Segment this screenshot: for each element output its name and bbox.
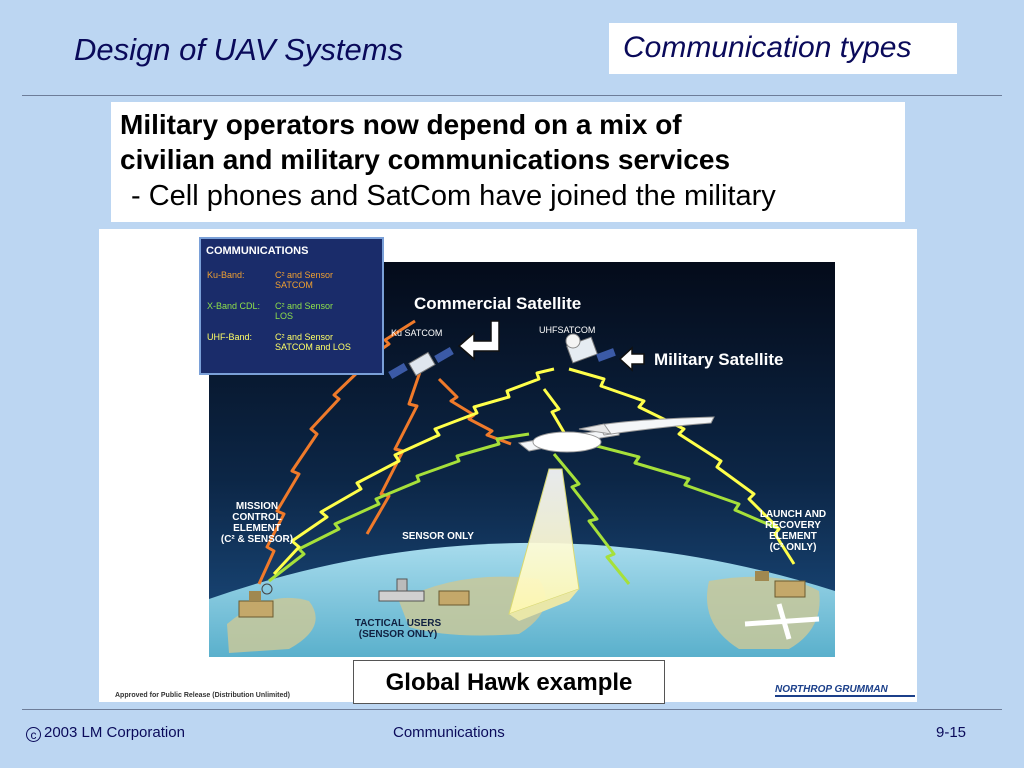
tactical-users-line-1: TACTICAL USERS <box>355 618 442 629</box>
commercial-satellite-label: Commercial Satellite <box>414 294 581 313</box>
tactical-users-station-icon <box>378 578 470 606</box>
mission-control-line-3: ELEMENT <box>233 523 281 534</box>
approved-release-note: Approved for Public Release (Distributio… <box>115 692 290 699</box>
footer-page-number: 9-15 <box>936 724 967 741</box>
mission-control-line-2: CONTROL <box>232 512 281 523</box>
diagram-svg: COMMUNICATIONS Ku-Band: C² and Sensor SA… <box>115 237 915 699</box>
military-satellite-label: Military Satellite <box>654 350 783 369</box>
mission-control-line-4: (C² & SENSOR) <box>221 534 293 545</box>
mission-control-line-1: MISSION <box>236 501 278 512</box>
military-arrow-icon <box>618 346 645 372</box>
legend-uhf-band: UHF-Band: <box>207 332 252 342</box>
header-divider <box>22 95 1002 96</box>
x-band-links <box>268 432 780 585</box>
launch-recovery-line-2: RECOVERY <box>765 520 821 531</box>
global-hawk-aircraft-icon <box>517 416 715 453</box>
callout-line-2: civilian and military communications ser… <box>120 144 731 175</box>
callout-line-1: Military operators now depend on a mix o… <box>120 109 682 140</box>
caption-box: Global Hawk example <box>353 660 665 704</box>
slide-title: Design of UAV Systems <box>74 32 404 67</box>
callout-line-3: - Cell phones and SatCom have joined the… <box>131 180 776 212</box>
legend-x-line2: LOS <box>275 311 293 321</box>
communications-diagram: COMMUNICATIONS Ku-Band: C² and Sensor SA… <box>99 229 917 702</box>
ku-satcom-label: Ku SATCOM <box>391 328 442 338</box>
topic-label: Communication types <box>623 31 912 64</box>
legend-x-line1: C² and Sensor <box>275 301 333 311</box>
land-mass-center <box>399 576 546 636</box>
legend-ku-band: Ku-Band: <box>207 270 245 280</box>
ku-satellite-icon <box>388 347 454 379</box>
uhf-satellite-icon <box>565 333 616 364</box>
legend-ku-line2: SATCOM <box>275 280 313 290</box>
copyright-text: 2003 LM Corporation <box>44 724 185 741</box>
launch-recovery-line-1: LAUNCH AND <box>760 509 826 520</box>
sensor-footprint <box>509 589 579 621</box>
topic-box: Communication types <box>609 23 957 74</box>
copyright-icon: c <box>26 727 41 742</box>
logo-underline <box>775 695 915 697</box>
mission-control-station-icon <box>238 583 274 618</box>
legend-uhf-line2: SATCOM and LOS <box>275 342 351 352</box>
northrop-grumman-logo: NORTHROP GRUMMAN <box>775 684 889 695</box>
legend-x-band: X-Band CDL: <box>207 301 260 311</box>
legend-uhf-line1: C² and Sensor <box>275 332 333 342</box>
callout-box: Military operators now depend on a mix o… <box>111 102 905 222</box>
commercial-arrow-icon <box>457 320 500 361</box>
launch-recovery-line-4: (C² ONLY) <box>770 542 817 553</box>
sensor-only-label: SENSOR ONLY <box>402 531 474 542</box>
launch-recovery-station-icon <box>744 571 820 640</box>
uhf-band-links <box>272 367 796 576</box>
footer-divider <box>22 709 1002 710</box>
tactical-users-line-2: (SENSOR ONLY) <box>359 629 438 640</box>
launch-recovery-line-3: ELEMENT <box>769 531 817 542</box>
legend-box <box>199 237 384 375</box>
legend-ku-line1: C² and Sensor <box>275 270 333 280</box>
footer-center: Communications <box>393 724 505 741</box>
legend-title: COMMUNICATIONS <box>206 245 308 257</box>
uhf-satcom-label: UHFSATCOM <box>539 325 595 335</box>
caption-text: Global Hawk example <box>385 669 633 696</box>
